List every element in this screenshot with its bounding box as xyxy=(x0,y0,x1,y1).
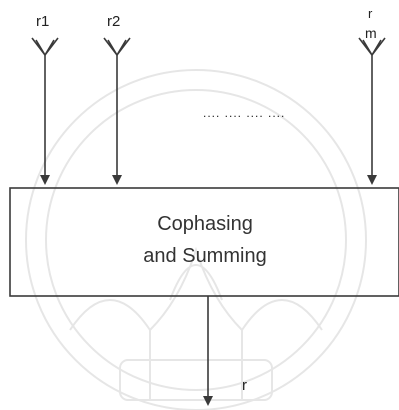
combiner-box xyxy=(9,187,399,297)
combiner-label-line2: and Summing xyxy=(143,245,266,267)
combiner-label-line1: Cophasing xyxy=(157,213,253,235)
antenna-1: r1 xyxy=(31,13,59,185)
antenna-2-icon xyxy=(103,37,131,56)
antenna-m-subscript: m xyxy=(365,25,377,41)
antenna-1-icon xyxy=(31,37,59,56)
antenna-1-label: r1 xyxy=(36,13,49,30)
watermark-seal xyxy=(25,69,367,410)
output-label: r xyxy=(242,377,247,394)
more-antennas-dots: .... .... .... .... xyxy=(203,106,285,120)
antenna-2: r2 xyxy=(103,13,131,185)
antenna-m: r m xyxy=(358,6,386,185)
antenna-m-icon xyxy=(358,37,386,56)
antenna-m-label: r xyxy=(368,6,373,21)
antenna-2-label: r2 xyxy=(107,13,120,30)
